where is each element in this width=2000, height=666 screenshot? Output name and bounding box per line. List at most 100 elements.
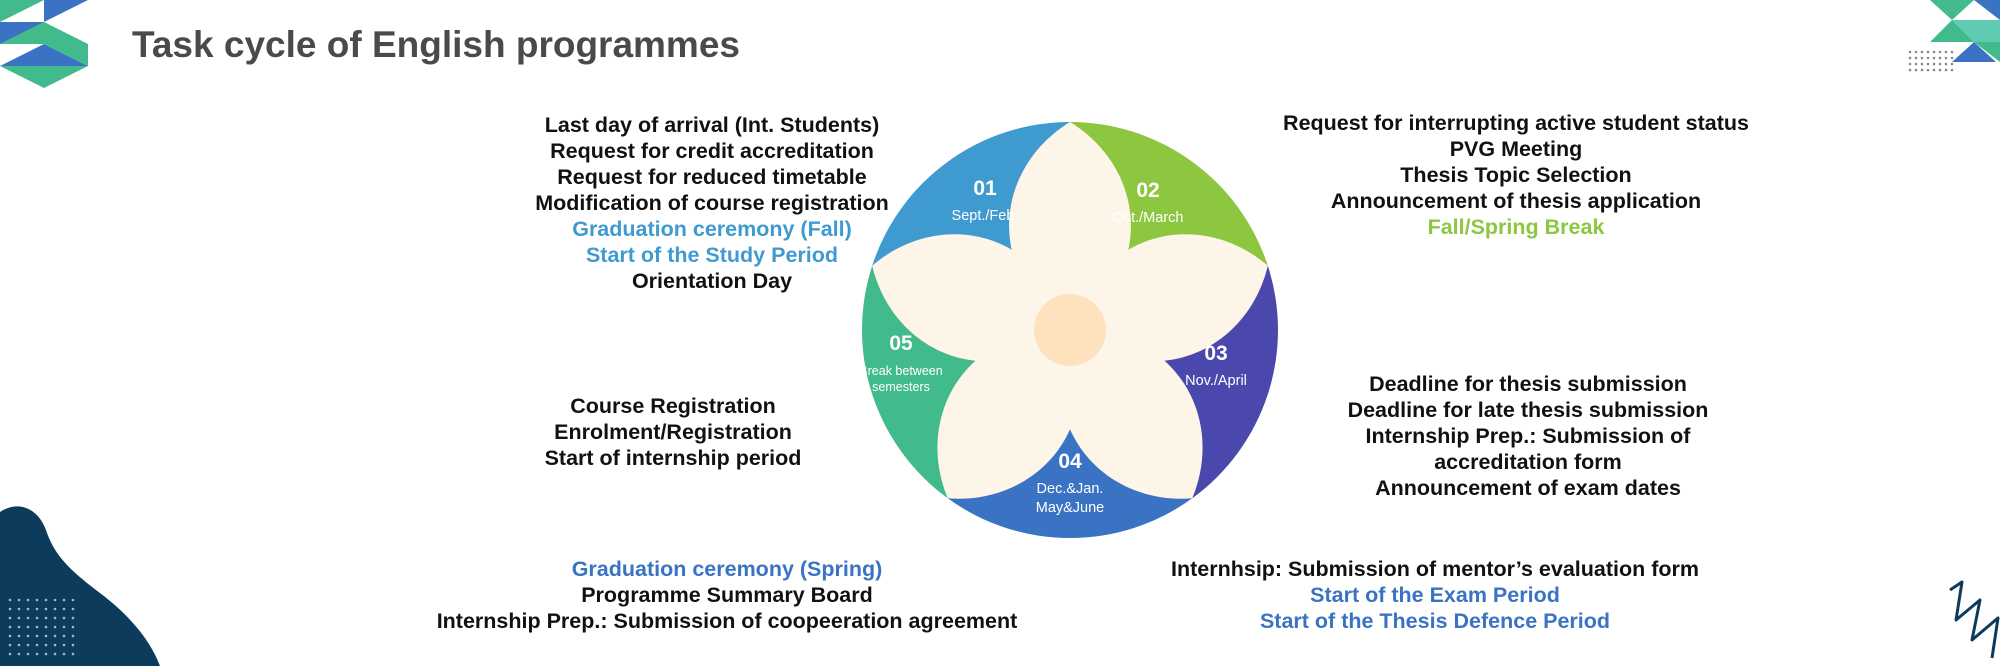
task-item: Announcement of thesis application xyxy=(1330,189,1702,213)
dot xyxy=(62,598,66,602)
dot xyxy=(1908,56,1912,60)
dot xyxy=(35,634,39,638)
dot xyxy=(44,634,48,638)
petal-flower xyxy=(872,122,1268,499)
dot xyxy=(1938,56,1942,60)
dot xyxy=(8,634,12,638)
task-item: Start of internship period xyxy=(544,446,802,470)
dot xyxy=(1932,56,1936,60)
task-item: Fall/Spring Break xyxy=(1427,215,1605,239)
task-item: Thesis Topic Selection xyxy=(1400,163,1632,187)
dot xyxy=(1914,68,1918,72)
petal-2 xyxy=(1070,234,1268,362)
dot xyxy=(26,607,30,611)
phase-label-2: Oct./March xyxy=(1113,210,1184,226)
task-item: Programme Summary Board xyxy=(581,583,873,607)
dot xyxy=(44,607,48,611)
dot xyxy=(35,598,39,602)
dot xyxy=(44,643,48,647)
dot xyxy=(1944,50,1948,54)
task-item: Graduation ceremony (Spring) xyxy=(571,557,883,581)
dot xyxy=(1944,68,1948,72)
dot xyxy=(1914,62,1918,66)
task-item: Announcement of exam dates xyxy=(1375,476,1681,500)
dot xyxy=(35,625,39,629)
dot xyxy=(44,625,48,629)
dot xyxy=(1932,50,1936,54)
dot xyxy=(35,652,39,656)
dot xyxy=(71,616,75,620)
dot xyxy=(1926,68,1930,72)
dot xyxy=(62,616,66,620)
dot xyxy=(1920,56,1924,60)
dot xyxy=(1926,50,1930,54)
dot xyxy=(26,616,30,620)
task-item: Last day of arrival (Int. Students) xyxy=(544,113,880,137)
task-item: Request for interrupting active student … xyxy=(1283,111,1749,135)
bottom-left-task-list: Graduation ceremony (Spring)Programme Su… xyxy=(377,556,1077,634)
dot xyxy=(26,643,30,647)
dot xyxy=(17,598,21,602)
dot xyxy=(1920,50,1924,54)
top-left-triangles-decoration xyxy=(0,0,88,88)
dot xyxy=(1938,50,1942,54)
dot xyxy=(62,652,66,656)
dot xyxy=(1914,50,1918,54)
dot xyxy=(1950,50,1954,54)
dot xyxy=(71,652,75,656)
task-item: Graduation ceremony (Fall) xyxy=(572,217,852,241)
task-item: Deadline for thesis submission xyxy=(1369,372,1687,396)
dot xyxy=(1932,68,1936,72)
dot xyxy=(8,607,12,611)
dot xyxy=(71,634,75,638)
phase-number-4: 04 xyxy=(1058,450,1082,473)
dot xyxy=(8,625,12,629)
petal-5 xyxy=(872,234,1070,362)
dot xyxy=(1944,56,1948,60)
bottom-right-squiggle-decoration xyxy=(1949,580,2000,659)
dot xyxy=(44,598,48,602)
dot xyxy=(35,607,39,611)
petal-4 xyxy=(937,329,1080,499)
task-item: Start of the Thesis Defence Period xyxy=(1259,609,1611,633)
dot xyxy=(53,625,57,629)
phase-label-4: Dec.&Jan. xyxy=(1037,481,1104,497)
task-item: Internhsip: Submission of mentor’s evalu… xyxy=(1171,557,1699,581)
dot xyxy=(26,652,30,656)
dot xyxy=(62,634,66,638)
dot xyxy=(71,607,75,611)
dot xyxy=(53,607,57,611)
dot xyxy=(44,616,48,620)
dot xyxy=(17,634,21,638)
dot xyxy=(17,643,21,647)
dot xyxy=(17,616,21,620)
task-item: Orientation Day xyxy=(631,269,793,293)
dot xyxy=(1926,56,1930,60)
dot xyxy=(1914,56,1918,60)
dot xyxy=(26,598,30,602)
task-item: Deadline for late thesis submission xyxy=(1347,398,1709,422)
dot xyxy=(8,598,12,602)
top-right-triangles-decoration xyxy=(1930,0,2000,62)
dot xyxy=(62,607,66,611)
dot xyxy=(53,598,57,602)
task-item: Modification of course registration xyxy=(535,191,889,215)
task-item: Internship Prep.: Submission of xyxy=(1365,424,1691,448)
dot xyxy=(8,643,12,647)
dot xyxy=(53,616,57,620)
dot xyxy=(1938,62,1942,66)
dot xyxy=(1932,62,1936,66)
top-right-task-list: Request for interrupting active student … xyxy=(1216,110,1816,240)
dot xyxy=(71,643,75,647)
phase-label-5: semesters xyxy=(872,380,930,394)
task-item: Start of the Exam Period xyxy=(1310,583,1560,607)
task-item: Enrolment/Registration xyxy=(554,420,792,444)
phase-number-5: 05 xyxy=(889,332,913,355)
task-item: Request for credit accreditation xyxy=(550,139,874,163)
bottom-right-task-list: Internhsip: Submission of mentor’s evalu… xyxy=(1085,556,1785,634)
top-left-task-list: Last day of arrival (Int. Students)Reque… xyxy=(412,112,1012,294)
phase-number-2: 02 xyxy=(1136,179,1159,202)
